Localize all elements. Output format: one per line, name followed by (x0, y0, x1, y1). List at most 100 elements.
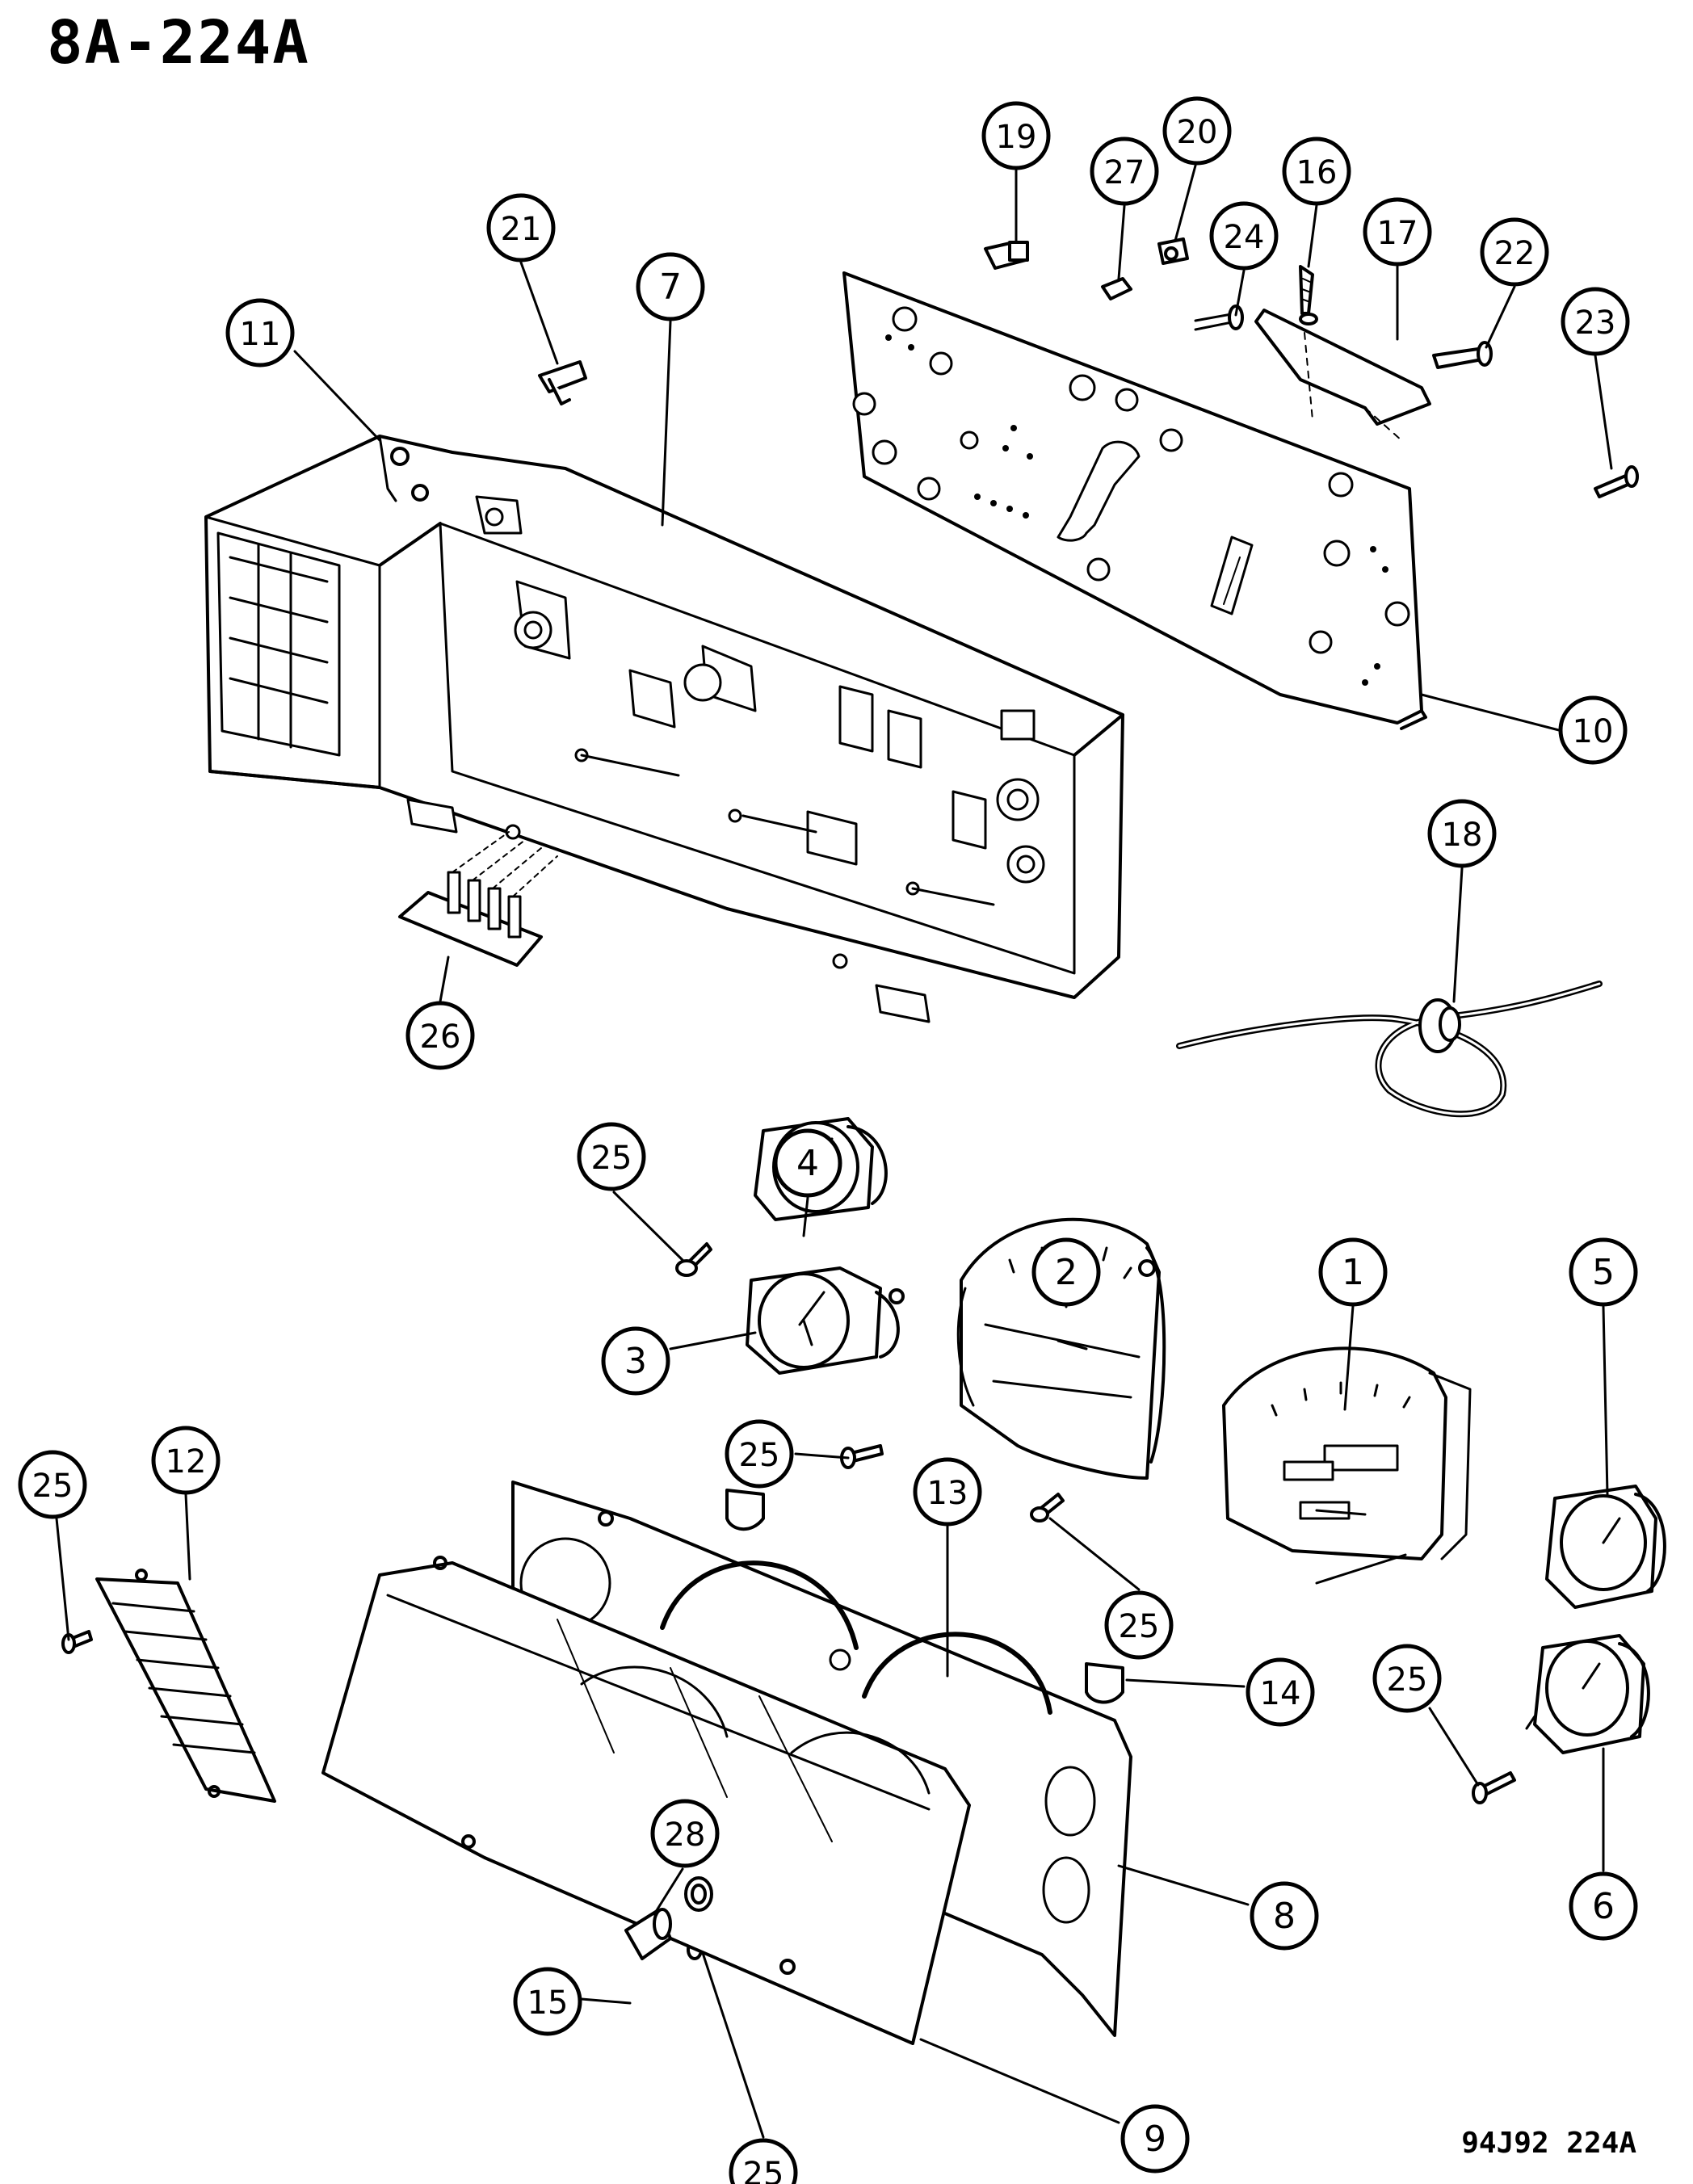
callout-c19: 19 (981, 101, 1051, 170)
callout-circle (729, 2138, 798, 2184)
grommet-part-28 (684, 1876, 713, 1912)
callout-circle (773, 1128, 842, 1198)
callout-label: 2 (1055, 1252, 1078, 1293)
callout-label: 25 (739, 1437, 780, 1474)
callout-circle (151, 1426, 221, 1495)
lens-part-12-top (725, 1489, 765, 1531)
callout-label: 19 (996, 119, 1037, 156)
gauge-part-6 (1525, 1634, 1650, 1754)
callout-circle (725, 1419, 794, 1489)
leader-lines (55, 164, 1613, 2139)
callout-label: 12 (166, 1443, 207, 1480)
callout-c25a: 25 (577, 1122, 646, 1191)
callout-c14: 14 (1246, 1657, 1315, 1727)
callout-label: 14 (1260, 1675, 1301, 1712)
callout-c16: 16 (1282, 136, 1351, 206)
callout-label: 24 (1224, 219, 1265, 256)
callout-circle (1558, 695, 1628, 765)
callout-c18: 18 (1427, 799, 1497, 868)
callout-circle (1363, 197, 1432, 267)
callout-c4: 4 (773, 1128, 842, 1198)
callout-label: 15 (527, 1984, 569, 2022)
callout-circle (1372, 1644, 1442, 1713)
callout-c25c: 25 (1104, 1590, 1174, 1660)
callout-circle (1031, 1237, 1101, 1307)
callout-circle (1209, 201, 1279, 271)
callout-c8: 8 (1250, 1881, 1319, 1951)
callout-circle (1090, 136, 1159, 206)
callout-circle (1318, 1237, 1388, 1307)
callout-circle (981, 101, 1051, 170)
callout-circle (1120, 2104, 1190, 2174)
bulb-socket-part-21 (538, 360, 587, 405)
callout-c23: 23 (1561, 287, 1630, 356)
callout-label: 25 (1119, 1608, 1160, 1645)
speedometer-part-1 (1222, 1346, 1472, 1585)
reference-code: 94J92 224A (1461, 2127, 1636, 2160)
callout-label: 3 (624, 1341, 647, 1382)
bulb-part-20 (1157, 237, 1189, 265)
knob-part-15 (624, 1908, 672, 1960)
cluster-housing-part-7 (204, 435, 1124, 1023)
callout-circle (913, 1457, 982, 1527)
wiring-harness-part-18 (1176, 981, 1603, 1118)
callout-label: 22 (1494, 235, 1535, 272)
callout-c11: 11 (225, 298, 295, 368)
callout-label: 26 (420, 1018, 461, 1056)
callout-c7: 7 (636, 252, 705, 321)
speedometer-part-2 (956, 1217, 1166, 1480)
callout-c25d: 25 (18, 1450, 87, 1519)
screw-part-24 (1194, 304, 1244, 331)
callout-label: 1 (1342, 1252, 1364, 1293)
callout-label: 8 (1273, 1896, 1296, 1937)
callout-circle (1427, 799, 1497, 868)
callout-label: 27 (1104, 154, 1145, 191)
callout-c6: 6 (1569, 1871, 1638, 1941)
callout-label: 4 (796, 1143, 819, 1184)
callout-c13: 13 (913, 1457, 982, 1527)
callout-label: 18 (1442, 817, 1483, 854)
callout-label: 13 (927, 1475, 968, 1512)
callout-label: 10 (1573, 713, 1614, 750)
callout-label: 16 (1296, 154, 1338, 191)
callout-circle (601, 1326, 670, 1396)
bracket-part-17 (1254, 309, 1431, 441)
screw-part-22 (1432, 341, 1493, 369)
callout-c2: 2 (1031, 1237, 1101, 1307)
callout-label: 9 (1144, 2119, 1166, 2160)
callout-c25f: 25 (729, 2138, 798, 2184)
callout-label: 25 (32, 1468, 74, 1505)
callout-c25e: 25 (1372, 1644, 1442, 1713)
callout-circle (405, 1001, 475, 1070)
callout-label: 20 (1177, 114, 1218, 151)
louver-panel-part-12 (95, 1569, 276, 1803)
page-title: 8A-224A (47, 8, 310, 78)
callout-circle (225, 298, 295, 368)
callout-circle (1250, 1881, 1319, 1951)
callout-c12: 12 (151, 1426, 221, 1495)
callout-label: 25 (743, 2156, 784, 2184)
circuit-board-part-10 (842, 271, 1427, 730)
callout-c27: 27 (1090, 136, 1159, 206)
callout-circle (1480, 217, 1549, 287)
callout-label: 25 (1387, 1661, 1428, 1699)
callout-label: 28 (665, 1816, 706, 1854)
callout-c3: 3 (601, 1326, 670, 1396)
callout-circle (1104, 1590, 1174, 1660)
callout-label: 17 (1377, 215, 1418, 252)
callout-c25b: 25 (725, 1419, 794, 1489)
callout-circle (1162, 96, 1232, 166)
callout-label: 21 (501, 211, 542, 248)
callout-c28: 28 (650, 1799, 720, 1868)
callout-circle (1246, 1657, 1315, 1727)
callout-label: 5 (1592, 1252, 1615, 1293)
callout-circle (1282, 136, 1351, 206)
screw-part-25-e (1472, 1771, 1516, 1804)
screw-part-25-a (675, 1242, 712, 1277)
callout-circle (1569, 1237, 1638, 1307)
callout-circle (18, 1450, 87, 1519)
callout-label: 11 (240, 316, 281, 353)
